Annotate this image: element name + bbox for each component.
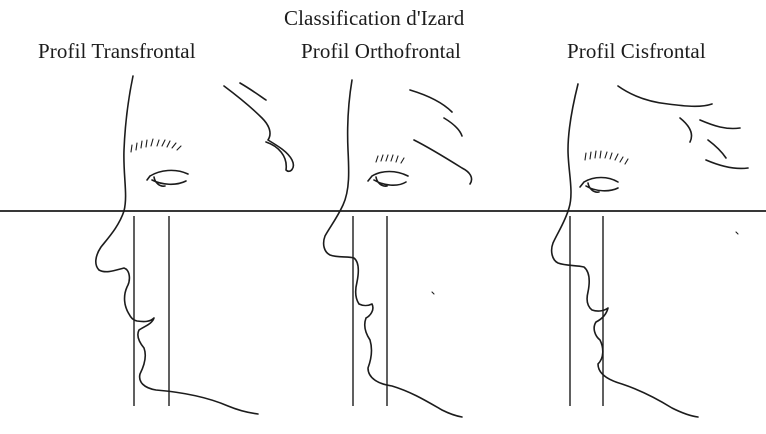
profile-orthofrontal-face-outline bbox=[324, 80, 462, 417]
profile-transfrontal-eyebrow bbox=[131, 139, 181, 152]
profile-transfrontal-skull-contour bbox=[224, 83, 293, 171]
label-profil-cisfrontal: Profil Cisfrontal bbox=[567, 41, 706, 62]
profile-cisfrontal-skull-contour bbox=[618, 86, 748, 169]
profile-transfrontal-face-outline bbox=[96, 76, 258, 414]
profile-cisfrontal-face-outline bbox=[552, 84, 698, 417]
profile-orthofrontal-eye bbox=[368, 172, 408, 187]
profile-cisfrontal-stray-mark bbox=[736, 232, 738, 234]
profile-cisfrontal bbox=[552, 84, 748, 417]
profile-cisfrontal-eyebrow bbox=[585, 151, 628, 164]
diagram-title: Classification d'Izard bbox=[284, 8, 464, 29]
profile-transfrontal bbox=[96, 76, 294, 414]
profile-orthofrontal-stray-mark bbox=[432, 292, 434, 294]
profile-cisfrontal-eye bbox=[580, 178, 618, 193]
label-profil-transfrontal: Profil Transfrontal bbox=[38, 41, 196, 62]
profile-transfrontal-eye bbox=[147, 170, 188, 186]
profile-orthofrontal-eyebrow bbox=[376, 155, 404, 163]
profile-orthofrontal-skull-contour bbox=[410, 90, 472, 184]
profile-orthofrontal bbox=[324, 80, 472, 417]
label-profil-orthofrontal: Profil Orthofrontal bbox=[301, 41, 461, 62]
